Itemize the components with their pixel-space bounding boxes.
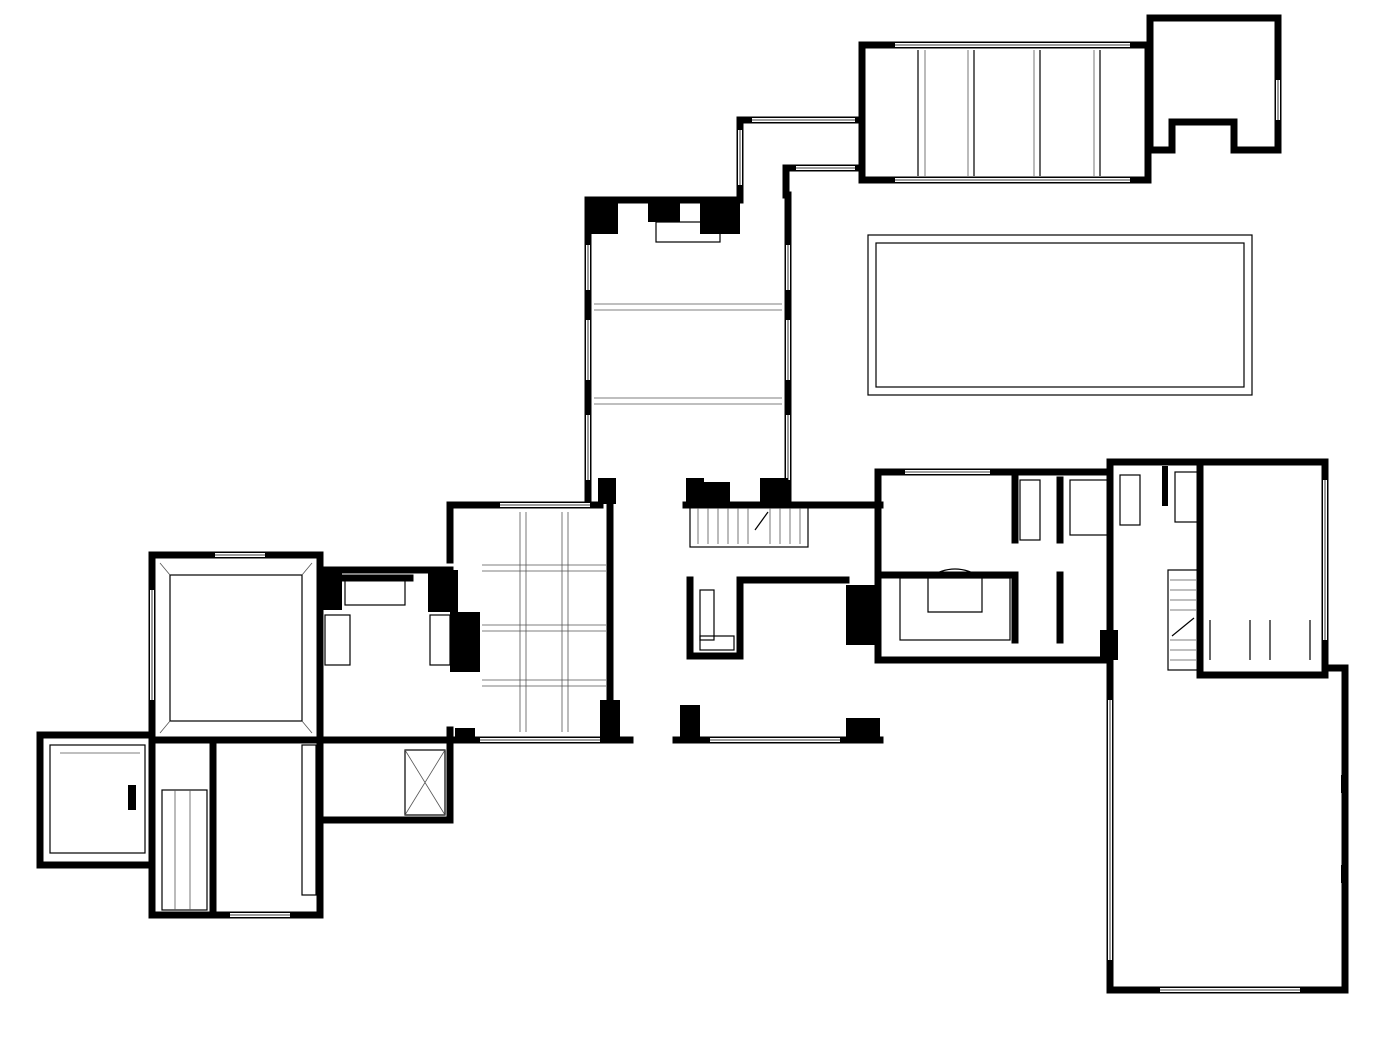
swimming-pool — [867, 234, 1253, 396]
east-wing — [874, 458, 1349, 679]
west-wing-garage — [148, 736, 324, 919]
west-wing-service — [316, 566, 475, 824]
west-wing-porch — [36, 731, 156, 869]
west-wing-living — [148, 551, 342, 744]
main-hall — [428, 482, 884, 744]
main-stair — [689, 504, 809, 548]
den — [686, 576, 850, 660]
loggia — [584, 191, 792, 509]
pool-annex — [1146, 14, 1282, 154]
pool-pavilion — [858, 41, 1152, 184]
covered-walkway — [736, 116, 866, 199]
garage — [1106, 656, 1349, 994]
